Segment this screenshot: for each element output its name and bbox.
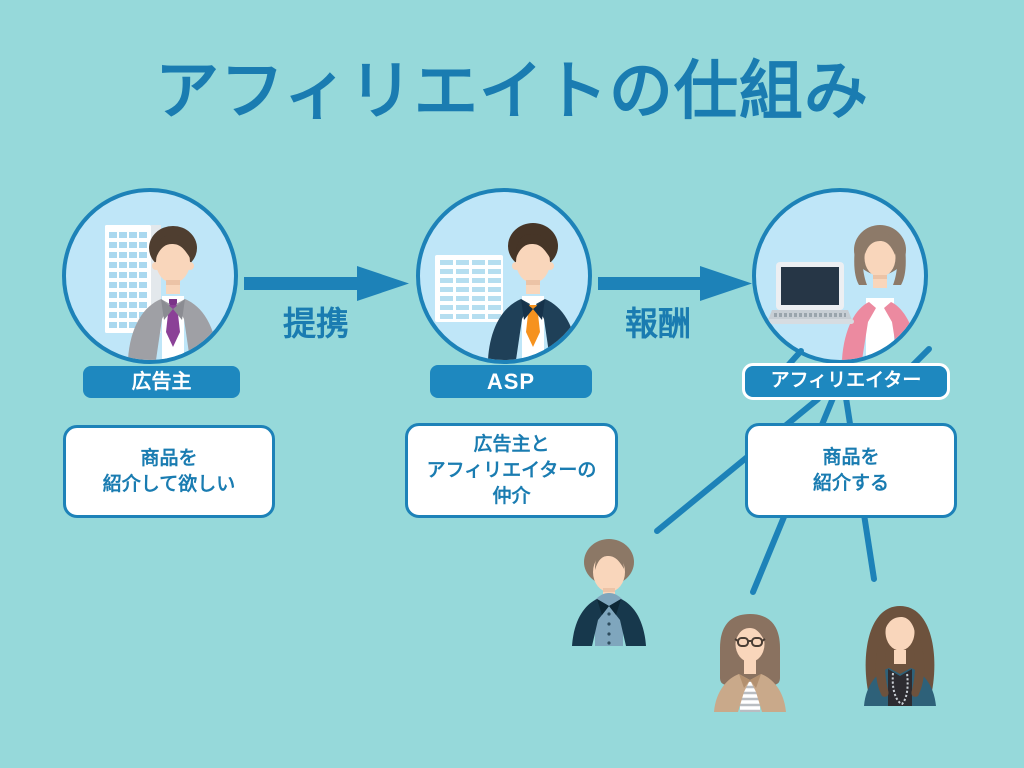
asp-label: ASP [430, 365, 592, 398]
description-line: 仲介 [492, 485, 531, 507]
affiliater-circle [752, 188, 928, 364]
advertiser-illustration [105, 225, 218, 360]
young-man-illustration [572, 539, 646, 646]
woman-with-glasses-illustration [714, 614, 786, 712]
description-line: 広告主と [473, 433, 550, 455]
arrow-reward [598, 266, 752, 301]
laptop-icon [768, 262, 854, 324]
affiliater-label: アフィリエイター [742, 363, 950, 400]
asp-circle [416, 188, 592, 364]
advertiser-person [128, 226, 218, 360]
audience-person-woman-long-hair [848, 600, 952, 706]
spreadsheet-icon [435, 255, 503, 322]
advertiser-description-box: 商品を 紹介して欲しい [63, 425, 275, 518]
description-line: アフィリエイターの [426, 459, 597, 481]
audience-person-woman-glasses [702, 608, 798, 712]
woman-with-long-hair-illustration [864, 606, 936, 706]
description-line: 商品を [822, 446, 880, 468]
advertiser-label: 広告主 [83, 366, 240, 398]
office-building-icon [105, 225, 161, 333]
description-line: 商品を [140, 447, 198, 469]
description-line: 紹介する [812, 472, 889, 494]
affiliater-person [842, 225, 918, 360]
advertiser-circle [62, 188, 238, 364]
affiliater-illustration [768, 225, 918, 360]
asp-description-box: 広告主と アフィリエイターの 仲介 [405, 423, 618, 518]
asp-illustration [435, 223, 578, 360]
affiliater-description-box: 商品を 紹介する [745, 423, 957, 518]
audience-person-man [562, 536, 656, 646]
arrow-partnership [244, 266, 409, 301]
partnership-arrow-label: 提携 [283, 305, 349, 342]
reward-arrow-label: 報酬 [625, 305, 691, 342]
page-title: アフィリエイトの仕組み [155, 55, 869, 127]
description-line: 紹介して欲しい [102, 473, 236, 495]
